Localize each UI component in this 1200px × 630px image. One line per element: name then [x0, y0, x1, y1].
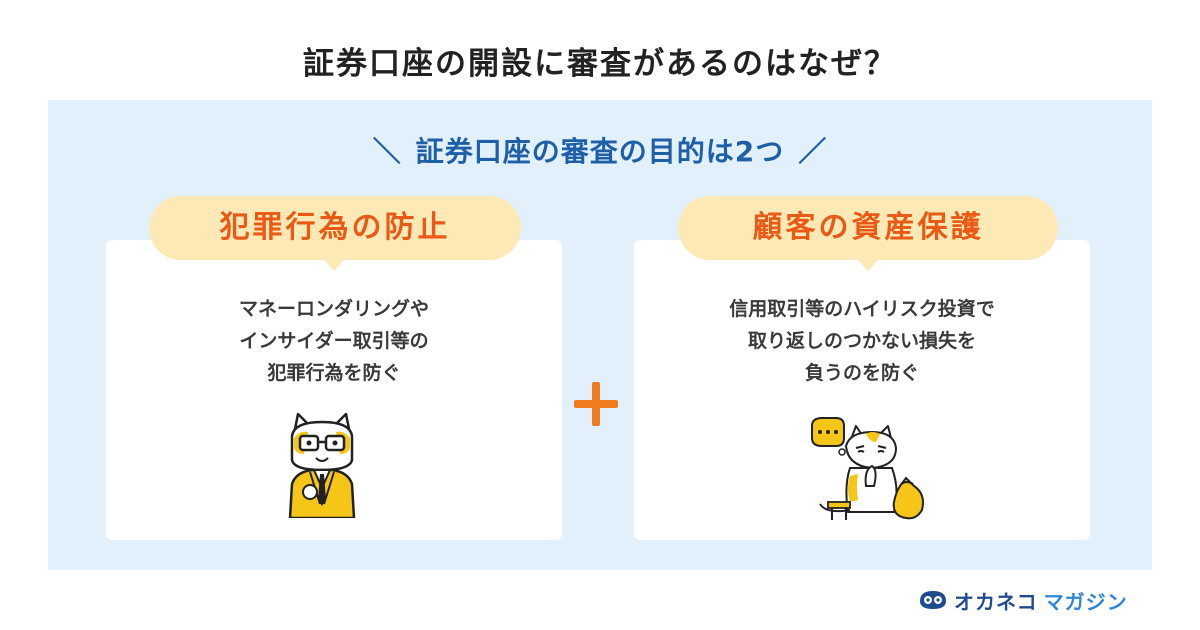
worried-cat-illustration	[811, 417, 924, 520]
card-description-crime-prevention: マネーロンダリングや インサイダー取引等の 犯罪行為を防ぐ	[106, 293, 562, 389]
brand-main-text: オカネコ	[954, 589, 1038, 614]
description-line: 負うのを防ぐ	[804, 362, 919, 384]
left-slash-mark: ＼	[372, 135, 402, 168]
brand-sub-text: マガジン	[1043, 589, 1128, 614]
brand-logo: オカネコマガジン	[918, 584, 1128, 616]
description-line: 取り返しのつかない損失を	[747, 330, 976, 352]
right-slash-mark: ／	[798, 135, 828, 168]
brand-mark-icon	[920, 591, 946, 609]
heading-tail	[857, 259, 879, 271]
description-line: 信用取引等のハイリスク投資で	[729, 298, 995, 320]
card-description-asset-protection: 信用取引等のハイリスク投資で 取り返しのつかない損失を 負うのを防ぐ	[634, 293, 1090, 389]
subtitle-text: 証券口座の審査の目的は2つ	[415, 135, 785, 168]
description-line: マネーロンダリングや	[238, 298, 429, 320]
section-subtitle: ＼ 証券口座の審査の目的は2つ ／	[48, 130, 1152, 170]
card-heading-crime-prevention: 犯罪行為の防止	[149, 196, 521, 260]
description-line: 犯罪行為を防ぐ	[267, 362, 401, 384]
card-heading-asset-protection: 顧客の資産保護	[678, 196, 1058, 260]
page-title: 証券口座の開設に審査があるのはなぜ？	[303, 46, 897, 82]
heading-tail	[323, 259, 345, 271]
cat-in-suit-illustration	[288, 412, 356, 518]
brand-name: オカネコマガジン	[954, 586, 1128, 615]
description-line: インサイダー取引等の	[239, 330, 429, 352]
plus-icon	[574, 382, 618, 426]
